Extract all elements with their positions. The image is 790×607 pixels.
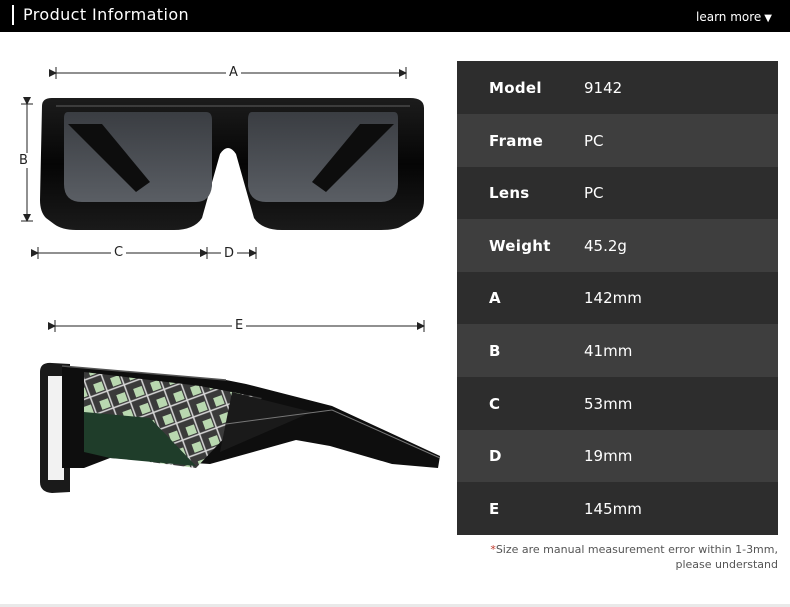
footer-divider bbox=[0, 604, 790, 607]
spec-value: PC bbox=[584, 184, 604, 202]
spec-row-lens: Lens PC bbox=[457, 167, 778, 219]
spec-row-model: Model 9142 bbox=[457, 61, 778, 114]
header-bar: Product Information learn more▼ bbox=[0, 0, 790, 32]
spec-label: Model bbox=[489, 78, 542, 97]
spec-value: 145mm bbox=[584, 499, 642, 518]
spec-label: C bbox=[489, 394, 501, 413]
spec-label: E bbox=[489, 499, 500, 518]
dimension-label-a: A bbox=[226, 65, 241, 80]
glasses-front-view bbox=[40, 98, 424, 230]
page-title: Product Information bbox=[23, 5, 190, 24]
chevron-down-icon: ▼ bbox=[764, 13, 772, 24]
learn-more-label: learn more bbox=[696, 10, 762, 24]
spec-row-a: A 142mm bbox=[457, 272, 778, 324]
spec-value: 142mm bbox=[584, 289, 642, 307]
dimension-diagram: A B C D E bbox=[0, 32, 450, 552]
note-asterisk: * bbox=[490, 543, 496, 556]
note-text-1: Size are manual measurement error within… bbox=[495, 543, 778, 556]
dimension-label-c: C bbox=[111, 245, 127, 260]
spec-label: D bbox=[489, 447, 502, 465]
measurement-note: *Size are manual measurement error withi… bbox=[458, 542, 778, 572]
spec-row-weight: Weight 45.2g bbox=[457, 219, 778, 272]
glasses-illustration bbox=[21, 67, 441, 493]
note-text-2: please understand bbox=[675, 558, 779, 571]
spec-row-d: D 19mm bbox=[457, 430, 778, 482]
spec-row-b: B 41mm bbox=[457, 324, 778, 377]
spec-label: Lens bbox=[489, 184, 530, 202]
spec-row-frame: Frame PC bbox=[457, 114, 778, 167]
spec-value: 41mm bbox=[584, 341, 633, 360]
learn-more-link[interactable]: learn more▼ bbox=[696, 9, 772, 27]
spec-label: A bbox=[489, 289, 501, 307]
note-line-1: *Size are manual measurement error withi… bbox=[458, 542, 778, 557]
dimension-label-d: D bbox=[221, 246, 238, 261]
title-accent-bar bbox=[12, 5, 14, 25]
spec-row-c: C 53mm bbox=[457, 377, 778, 430]
spec-value: 9142 bbox=[584, 78, 623, 97]
spec-label: B bbox=[489, 341, 501, 360]
spec-row-e: E 145mm bbox=[457, 482, 778, 535]
spec-value: 53mm bbox=[584, 394, 633, 413]
spec-value: 45.2g bbox=[584, 236, 627, 255]
spec-table: Model 9142 Frame PC Lens PC Weight 45.2g… bbox=[457, 61, 778, 535]
dimension-label-e: E bbox=[232, 318, 247, 333]
glasses-side-view bbox=[40, 362, 441, 493]
spec-value: PC bbox=[584, 131, 604, 150]
dimension-label-b: B bbox=[16, 153, 31, 168]
spec-label: Weight bbox=[489, 236, 551, 255]
spec-value: 19mm bbox=[584, 447, 633, 465]
spec-label: Frame bbox=[489, 131, 544, 150]
